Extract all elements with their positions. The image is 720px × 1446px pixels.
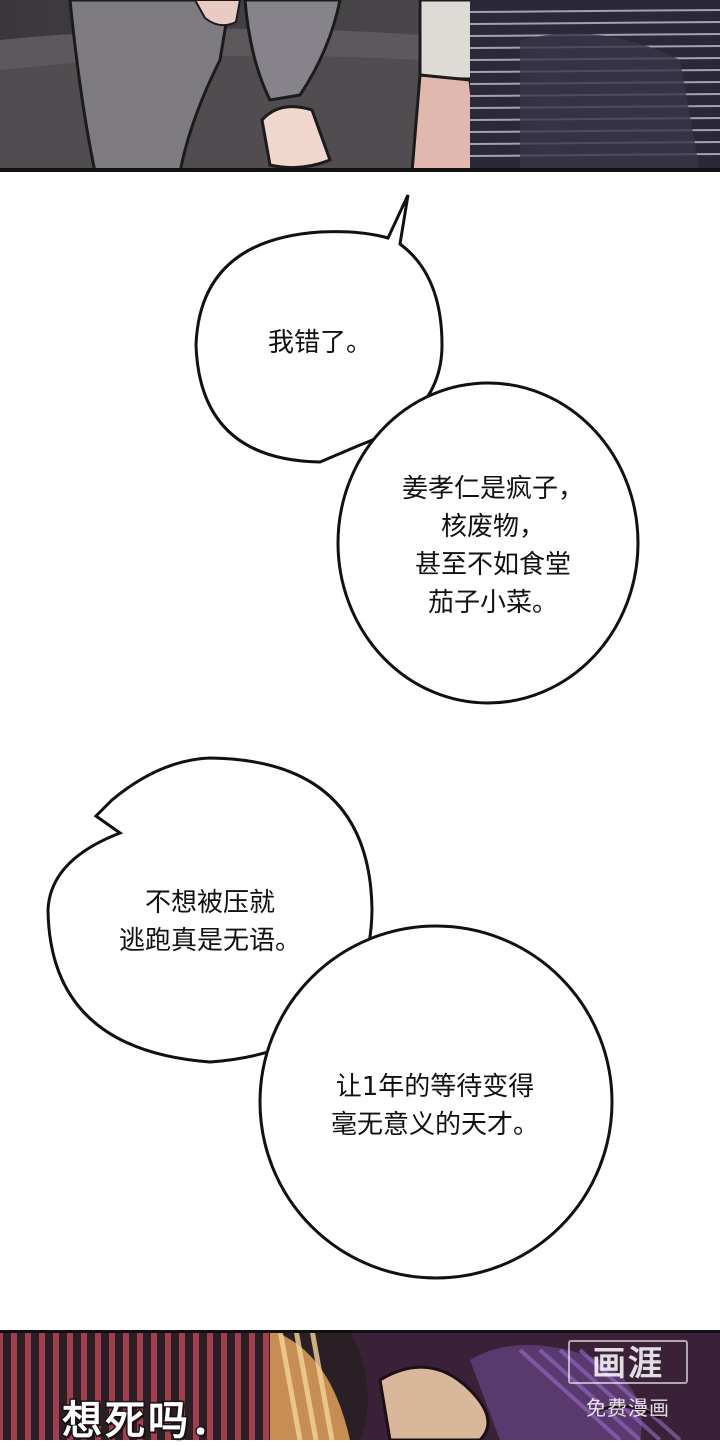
speech-bubble-2-text: 姜孝仁是疯子， 核废物， 甚至不如食堂 茄子小菜。 — [378, 470, 608, 622]
speech-bubble-4-text: 让1年的等待变得 毫无意义的天才。 — [300, 1068, 570, 1144]
speech-line: 茄子小菜。 — [427, 588, 558, 618]
speech-line: 让1年的等待变得 — [335, 1072, 535, 1102]
speech-bubble-1 — [194, 194, 444, 464]
speech-bubble-4 — [258, 924, 614, 1280]
speech-line: 不想被压就 — [144, 888, 275, 918]
speech-bubble-3-text: 不想被压就 逃跑真是无语。 — [90, 884, 330, 960]
speech-bubble-1-text: 我错了。 — [240, 324, 400, 362]
watermark-subtitle: 免费漫画 — [586, 1396, 670, 1420]
bottom-comic-panel — [0, 1330, 720, 1440]
speech-bubble-shapes — [46, 194, 640, 1280]
watermark: 画涯 免费漫画 — [568, 1340, 688, 1430]
speech-line: 毫无意义的天才。 — [330, 1110, 539, 1140]
bottom-panel-art — [0, 1330, 720, 1440]
speech-line: 甚至不如食堂 — [414, 550, 571, 580]
speech-line: 逃跑真是无语。 — [118, 926, 301, 956]
speech-bubble-2 — [336, 381, 640, 705]
top-comic-panel — [0, 0, 720, 172]
speech-bubble-area: 我错了。 姜孝仁是疯子， 核废物， 甚至不如食堂 茄子小菜。 不想被压就 逃跑真… — [0, 172, 720, 1330]
speech-line: 核废物， — [440, 512, 545, 542]
speech-line: 姜孝仁是疯子， — [401, 474, 584, 504]
top-panel-art — [0, 0, 720, 172]
speech-line: 我错了。 — [267, 328, 372, 358]
watermark-logo: 画涯 — [568, 1340, 688, 1384]
sound-effect-text: 想死吗． — [61, 1396, 234, 1446]
